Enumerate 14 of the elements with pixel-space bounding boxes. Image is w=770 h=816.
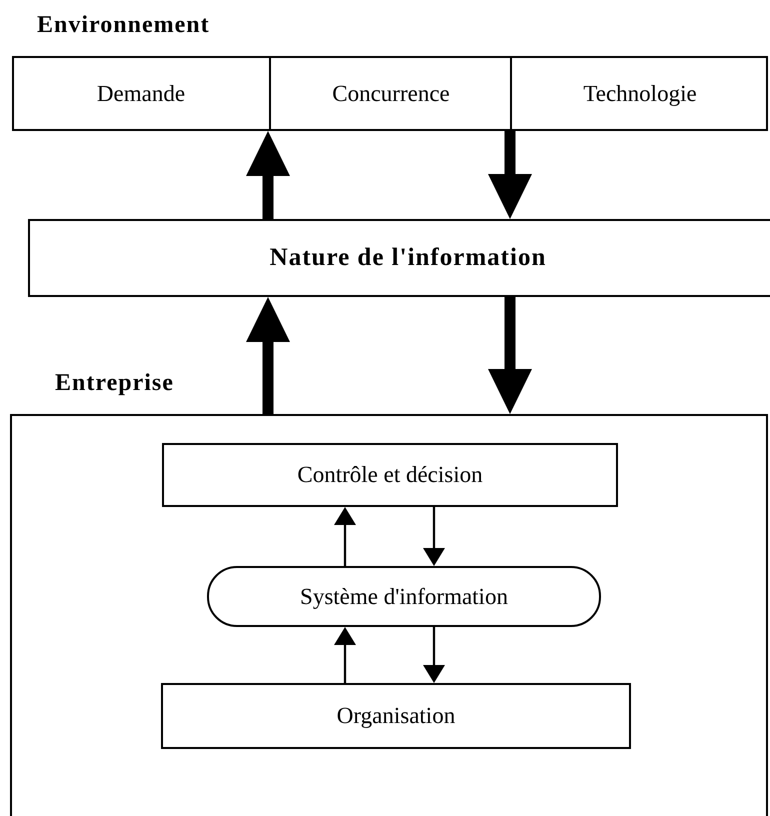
arrow xyxy=(246,297,290,414)
section-heading: Environnement xyxy=(37,12,210,39)
arrow xyxy=(423,627,445,683)
section-heading: Entreprise xyxy=(55,370,174,397)
process-box xyxy=(161,683,631,749)
arrow xyxy=(488,297,532,414)
process-box xyxy=(28,219,770,297)
arrow xyxy=(423,507,445,566)
arrow xyxy=(246,131,290,219)
rounded-box xyxy=(207,566,601,627)
process-box xyxy=(162,443,618,507)
arrow xyxy=(334,507,356,566)
arrow xyxy=(488,131,532,219)
arrow xyxy=(334,627,356,683)
